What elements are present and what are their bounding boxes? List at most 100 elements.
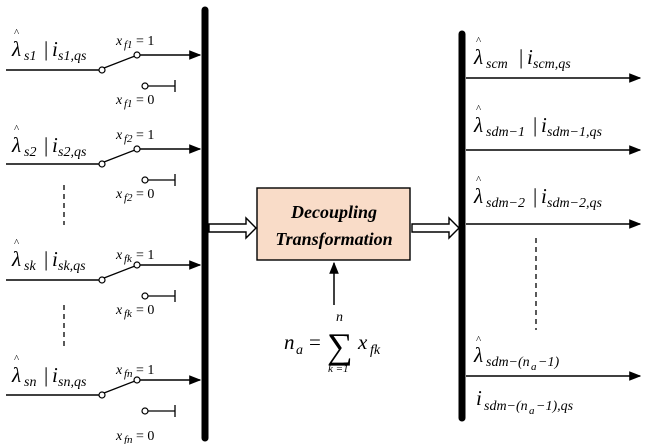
box-line-1: Decoupling xyxy=(290,202,377,222)
math-label: i xyxy=(52,247,58,271)
hollow-arrow-right xyxy=(411,216,460,240)
math-label: fn xyxy=(124,434,133,444)
math-label: λ xyxy=(473,184,483,208)
math-label: s1 xyxy=(24,49,36,64)
math-label: sn,qs xyxy=(58,375,87,390)
math-label: f2 xyxy=(124,133,133,145)
math-label: x xyxy=(115,128,123,143)
math-label: fk xyxy=(124,308,133,320)
math-label: a xyxy=(296,343,303,358)
math-label: ^ xyxy=(476,35,482,47)
connector xyxy=(148,80,176,92)
connector xyxy=(148,405,176,417)
math-label: | xyxy=(533,113,537,137)
math-label: a xyxy=(531,361,537,373)
connector xyxy=(141,82,149,90)
math-label: x xyxy=(115,303,123,318)
math-label: i xyxy=(541,184,547,208)
input-channel-n: ^ λ sn | i sn,qs x fn = 1 x fn = 0 xyxy=(6,353,202,444)
math-label: i xyxy=(541,113,547,137)
math-label: x xyxy=(115,429,123,444)
math-label: sdm−2 xyxy=(486,196,525,211)
output-channel-2: ^ λ sdm−1 | i sdm−1,qs xyxy=(466,103,642,155)
connector xyxy=(98,391,106,399)
decoupling-box xyxy=(256,187,411,261)
math-label: scm xyxy=(486,57,508,72)
box-line-2: Transformation xyxy=(275,229,392,249)
math-label: sdm−(n xyxy=(484,399,528,414)
math-label: λ xyxy=(473,113,483,137)
math-label: = 0 xyxy=(136,93,154,108)
math-label: scm,qs xyxy=(533,57,571,72)
math-label: ∑ xyxy=(327,326,353,366)
math-label: x xyxy=(115,248,123,263)
math-label: | xyxy=(533,184,537,208)
connector xyxy=(141,292,149,300)
math-label: λ xyxy=(11,37,21,61)
connector xyxy=(103,149,136,163)
formula: n a = n ∑ k =1 x fk xyxy=(284,310,381,375)
connector xyxy=(148,290,176,302)
math-label: | xyxy=(44,37,48,61)
math-label: f1 xyxy=(124,39,133,51)
math-label: fk xyxy=(124,253,133,265)
connector xyxy=(98,276,106,284)
math-label: n xyxy=(336,310,343,325)
math-label: i xyxy=(52,363,58,387)
math-label: i xyxy=(52,133,58,157)
output-channel-last: ^ λ sdm−(n a −1) i sdm−(n a −1),qs xyxy=(466,334,642,417)
connector xyxy=(133,51,141,59)
math-label: f2 xyxy=(124,192,133,204)
math-label: −1) xyxy=(538,355,559,370)
input-channel-k: ^ λ sk | i sk,qs x fk = 1 x fk = 0 xyxy=(6,237,202,320)
math-label: n xyxy=(284,330,295,354)
math-label: s1,qs xyxy=(58,49,87,64)
math-label: = 1 xyxy=(136,128,154,143)
math-label: λ xyxy=(473,45,483,69)
math-label: | xyxy=(519,45,523,69)
input-channel-1: ^ λ s1 | i s1,qs x f1 = 1 x f1 = 0 xyxy=(6,27,202,110)
math-label: ^ xyxy=(14,123,20,135)
math-label: i xyxy=(476,386,482,410)
math-label: k =1 xyxy=(328,363,349,375)
connector xyxy=(103,55,136,69)
connector xyxy=(98,66,106,74)
math-label: ^ xyxy=(14,353,20,365)
math-label: | xyxy=(44,363,48,387)
connector xyxy=(103,265,136,279)
math-label: = 0 xyxy=(136,429,154,444)
math-label: a xyxy=(529,405,535,417)
math-label: x xyxy=(115,93,123,108)
connector xyxy=(133,145,141,153)
math-label: sdm−1 xyxy=(486,125,525,140)
math-label: sn xyxy=(24,375,36,390)
math-label: ^ xyxy=(476,174,482,186)
math-label: x xyxy=(115,363,123,378)
math-label: fn xyxy=(124,368,133,380)
math-label: i xyxy=(52,37,58,61)
connector xyxy=(141,176,149,184)
math-label: sk xyxy=(24,259,36,274)
math-label: s2,qs xyxy=(58,145,87,160)
math-label: x xyxy=(115,34,123,49)
output-channel-1: ^ λ scm | i scm,qs xyxy=(466,35,642,83)
math-label: sdm−1,qs xyxy=(547,125,603,140)
connector xyxy=(141,407,149,415)
output-channel-3: ^ λ sdm−2 | i sdm−2,qs xyxy=(466,174,642,229)
math-label: λ xyxy=(473,343,483,367)
math-label: −1),qs xyxy=(536,399,574,414)
math-label: = 1 xyxy=(136,363,154,378)
math-label: i xyxy=(527,45,533,69)
math-label: x xyxy=(115,187,123,202)
math-label: = 1 xyxy=(136,34,154,49)
math-label: = 0 xyxy=(136,303,154,318)
math-label: x xyxy=(357,330,368,354)
math-label: λ xyxy=(11,247,21,271)
math-label: s2 xyxy=(24,145,36,160)
hollow-arrow-left xyxy=(208,216,257,240)
math-label: ^ xyxy=(14,237,20,249)
math-label: ^ xyxy=(476,334,482,346)
math-label: = xyxy=(309,330,321,354)
math-label: ^ xyxy=(476,103,482,115)
